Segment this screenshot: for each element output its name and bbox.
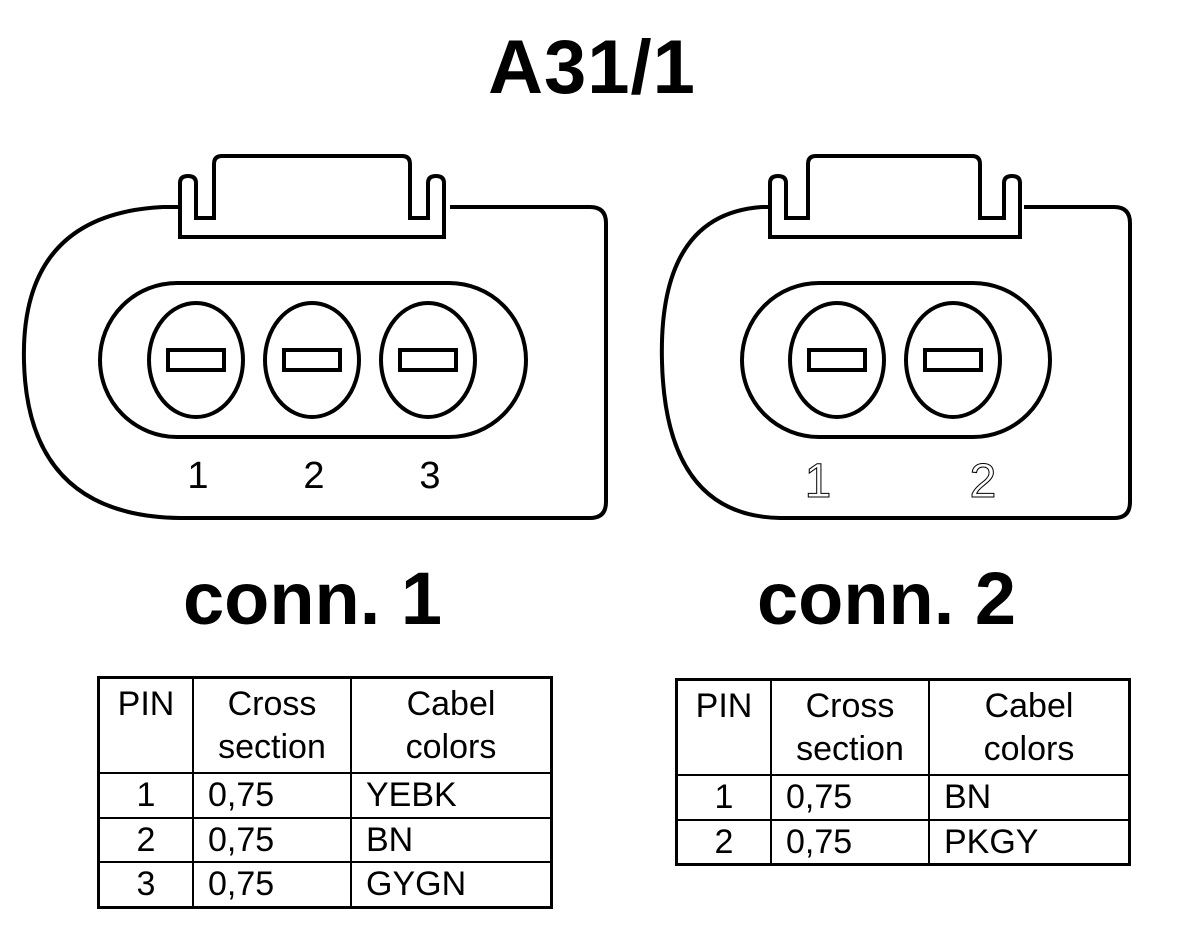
- pin-cell: 1: [675, 774, 772, 821]
- connector-1-drawing: [21, 154, 608, 520]
- table-row: 3 0,75 GYGN: [97, 861, 553, 908]
- pin-cell: 2: [675, 818, 772, 866]
- pin-cell: 3: [97, 861, 194, 908]
- connector-1-terminals: [147, 301, 477, 419]
- table-header-row: PIN Cross section Cabel colors: [675, 678, 1131, 776]
- header-cross-section: Cross section: [770, 678, 930, 776]
- header-cross-section: Cross section: [192, 676, 352, 774]
- connector-2-pin-cavity: [740, 281, 1052, 439]
- cross-section-cell: 0,75: [192, 772, 352, 819]
- conn1-pin-number: 2: [303, 455, 324, 497]
- connector-drawings: 1 2 3 1 2: [21, 154, 1132, 520]
- connector-2-drawing: [659, 154, 1132, 520]
- conn2-pin-number: 2: [970, 455, 997, 508]
- connector-1-label: conn. 1: [183, 557, 443, 640]
- header-pin: PIN: [675, 678, 772, 776]
- connector-2-latch: [768, 154, 1022, 239]
- table-row: 2 0,75 BN: [97, 816, 553, 863]
- cable-color-cell: PKGY: [928, 818, 1131, 866]
- cable-color-cell: YEBK: [350, 772, 553, 819]
- table-header-row: PIN Cross section Cabel colors: [97, 676, 553, 774]
- cross-section-cell: 0,75: [192, 861, 352, 908]
- cable-color-cell: BN: [928, 774, 1131, 821]
- conn2-pin-number: 1: [805, 455, 832, 508]
- cable-color-cell: BN: [350, 816, 553, 863]
- table-row: 2 0,75 PKGY: [675, 818, 1131, 866]
- connector-2-pin-table: PIN Cross section Cabel colors 1 0,75 BN…: [675, 678, 1131, 866]
- header-cable-colors: Cabel colors: [350, 676, 553, 774]
- conn1-pin-number: 3: [419, 455, 440, 497]
- pin-cell: 2: [97, 816, 194, 863]
- cross-section-cell: 0,75: [192, 816, 352, 863]
- cross-section-cell: 0,75: [770, 774, 930, 821]
- connector-2-housing: [659, 205, 1132, 520]
- header-pin: PIN: [97, 676, 194, 774]
- table-row: 1 0,75 BN: [675, 774, 1131, 821]
- diagram-title: A31/1: [488, 25, 696, 110]
- connector-1-housing: [21, 205, 608, 520]
- connector-2-terminals: [788, 301, 1002, 419]
- pin-cell: 1: [97, 772, 194, 819]
- connector-1-pin-cavity: [98, 281, 528, 439]
- connector-1-pin-table: PIN Cross section Cabel colors 1 0,75 YE…: [97, 676, 553, 909]
- table-row: 1 0,75 YEBK: [97, 772, 553, 819]
- connector-2-label: conn. 2: [757, 557, 1017, 640]
- connector-1-latch: [178, 154, 446, 239]
- cross-section-cell: 0,75: [770, 818, 930, 866]
- cable-color-cell: GYGN: [350, 861, 553, 908]
- header-cable-colors: Cabel colors: [928, 678, 1131, 776]
- conn1-pin-number: 1: [187, 455, 208, 497]
